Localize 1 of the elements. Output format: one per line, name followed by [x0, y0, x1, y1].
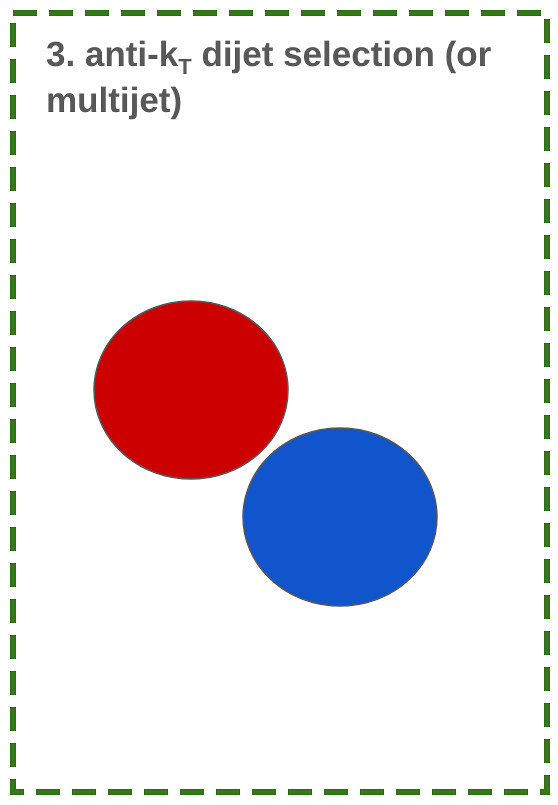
panel-title: 3. anti-k$_{T}$ dijet selection (or multijet)	[46, 34, 492, 122]
